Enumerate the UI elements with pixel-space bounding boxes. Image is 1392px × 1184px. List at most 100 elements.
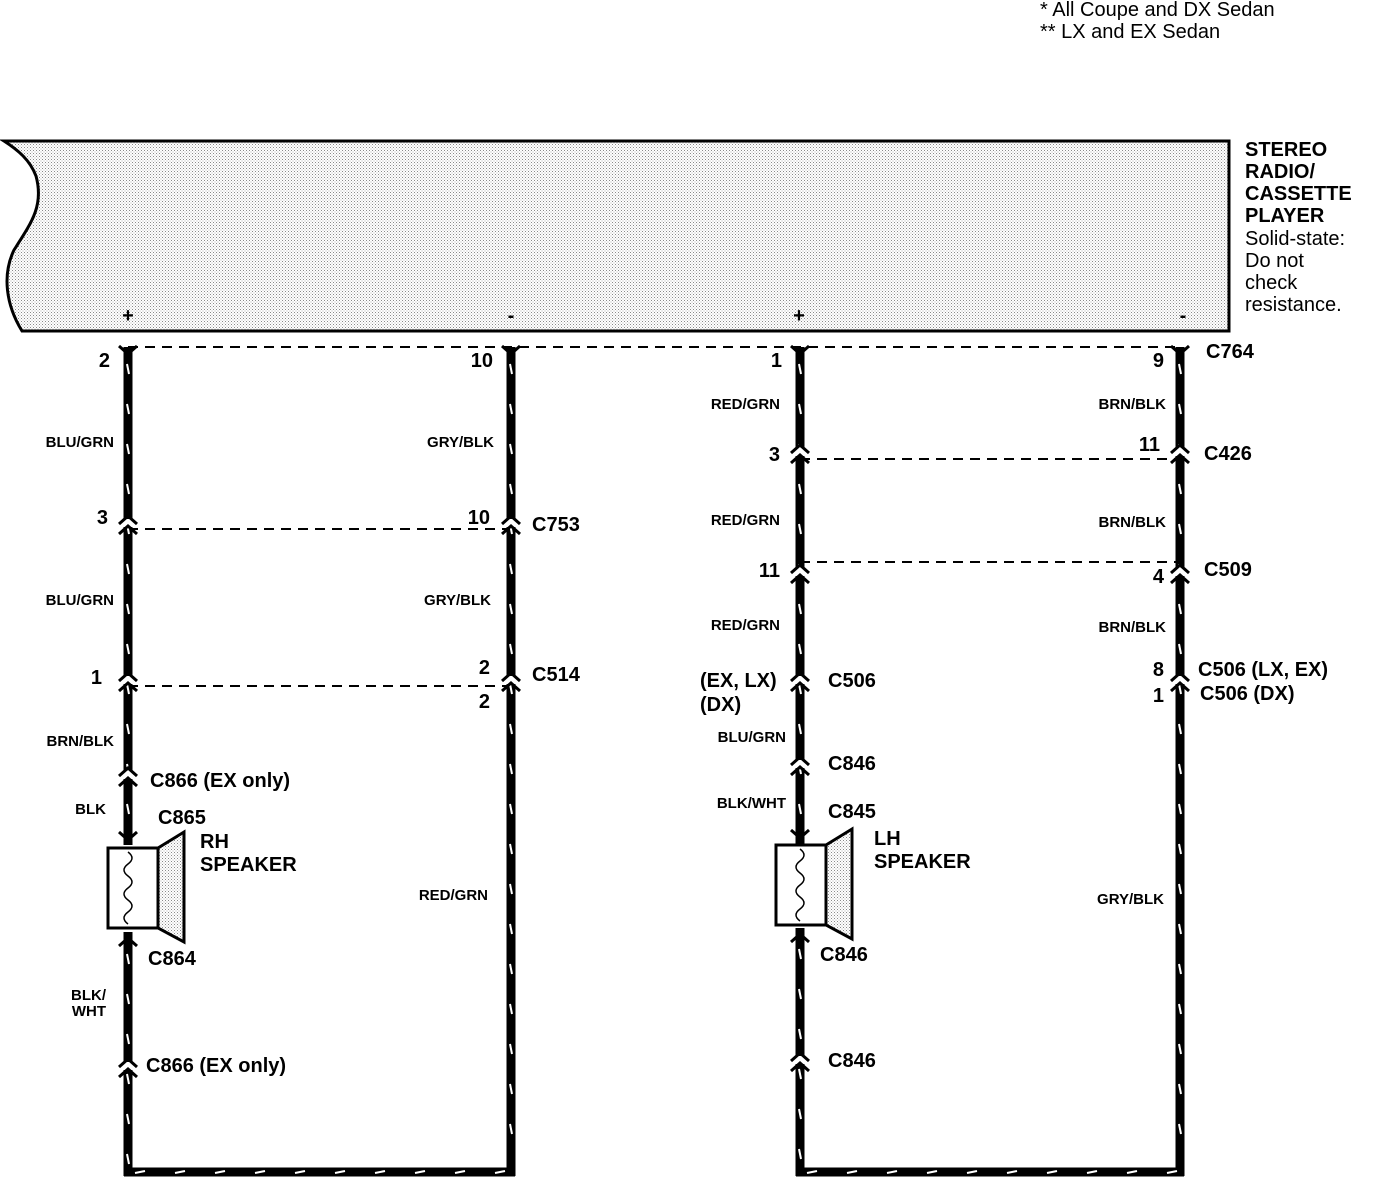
connector-c753-rh-plus-upper [118,513,138,526]
pin-1-c514: 1 [91,667,102,689]
label-c509: C509 [1204,559,1252,581]
connector-c426-lh-plus-lower [790,452,810,465]
radio-title-player: PLAYER [1245,205,1325,227]
wire-hatch [254,1170,266,1174]
wire-hatch [414,1170,426,1174]
wire-hatch [1178,723,1182,735]
label-ex-lx: (EX, LX) [700,670,777,692]
wire-hatch [509,1123,513,1135]
wire-hatch [494,1170,506,1174]
wire-hatch [1178,483,1182,495]
label-c764: C764 [1206,341,1255,363]
wire-hatch [509,883,513,895]
wire-hatch [509,923,513,935]
label-c845: C845 [828,801,876,823]
label-c506-lx-ex: C506 (LX, EX) [1198,659,1328,681]
wire-hatch [1178,683,1182,695]
wire-hatch [509,723,513,735]
wire-hatch [806,1170,818,1174]
wire-hatch [126,1033,130,1045]
wire-hatch [509,483,513,495]
radio-terminal-minus-1: - [508,305,515,327]
wire-hatch [509,843,513,855]
rh-speaker-coil [123,851,133,925]
wire-hatch [798,483,802,495]
wire-label-blk-wht: BLK/WHT [717,795,786,812]
wire-label-blk: BLK [75,801,106,818]
connector-c506-lh-plus-upper [790,670,810,683]
connector-c506-lh-minus-gap [1173,676,1187,684]
pin-2-c764: 2 [99,350,110,372]
wire-hatch [134,1170,146,1174]
label-c514: C514 [532,664,581,686]
connector-c506-lh-minus-upper [1170,670,1190,683]
wire-hatch [126,723,130,735]
wire-label-red-grn-1: RED/GRN [711,396,780,413]
wire-hatch [798,948,802,960]
connector-c846-lower-gap [793,1056,807,1064]
label-c753: C753 [532,514,580,536]
connector-c866-lower-gap [121,1062,135,1070]
label-c846-speaker: C846 [820,944,868,966]
pin-2-c514-top: 2 [479,657,490,679]
wire-hatch [1178,1123,1182,1135]
wire-hatch [1006,1170,1018,1174]
label-c866-upper: C866 (EX only) [150,770,290,792]
wire-hatch [798,403,802,415]
wire-hatch [294,1170,306,1174]
connector-c753-rh-minus-gap [504,519,518,527]
radio-note-check: check [1245,272,1298,294]
wire-hatch [798,1108,802,1120]
radio-title-radio: RADIO/ [1245,161,1315,183]
connector-c866-lower-upper [118,1056,138,1069]
wire-label-brn-blk-1: BRN/BLK [1099,396,1167,413]
wire-hatch [126,993,130,1005]
wire-hatch [1178,643,1182,655]
connector-c846-lower-lower [790,1060,810,1073]
wire-hatch [798,1028,802,1040]
wire-hatch [1178,603,1182,615]
wire-hatch [126,363,130,375]
wire-hatch [126,953,130,965]
connector-c864 [118,935,138,948]
wire-hatch [846,1170,858,1174]
rh-speaker [106,829,186,945]
wire-hatch [126,1113,130,1125]
wire-hatch [798,723,802,735]
connector-symbols [118,344,1190,1079]
connector-c753-rh-plus-lower [118,523,138,536]
wire-label-red-grn-2: RED/GRN [711,512,780,529]
connector-c764-0 [118,344,138,357]
wire-hatch [509,403,513,415]
rh-speaker-cone [156,829,186,945]
wire-hatch [126,563,130,575]
wire-hatch [509,643,513,655]
wire-hatch [1178,403,1182,415]
wire-hatch [1178,803,1182,815]
wire-hatch [798,603,802,615]
connector-c846-speaker [790,931,810,944]
wire-label-red-grn-3: RED/GRN [711,617,780,634]
connector-dashed-lines [128,346,1180,687]
wire-hatch [798,523,802,535]
connector-c426-lh-plus-gap [793,448,807,456]
connector-c426-lh-minus-gap [1173,448,1187,456]
label-c506-dx: C506 (DX) [1200,683,1294,705]
connector-c509-lh-plus-lower [790,572,810,585]
connector-c845 [790,828,810,841]
pin-4-c509: 4 [1153,566,1165,588]
wire-hatch [509,603,513,615]
wire-hatch [126,683,130,695]
wire-hatch [509,443,513,455]
wire-hatch [798,643,802,655]
connector-c509-lh-minus-gap [1173,568,1187,576]
wire-label-wht: WHT [72,1003,106,1020]
connector-c506-lh-plus-gap [793,676,807,684]
pin-1-c764: 1 [771,350,782,372]
rh-speaker-label-rh: RH [200,831,229,853]
wire-hatch [126,403,130,415]
radio-terminal-plus-1: + [122,305,134,327]
wire-hatch-marks [126,363,1182,1174]
wire-hatch [174,1170,186,1174]
connector-labels: C764 C426 C509 C753 C514 C506 (EX, LX) (… [146,341,1328,1077]
